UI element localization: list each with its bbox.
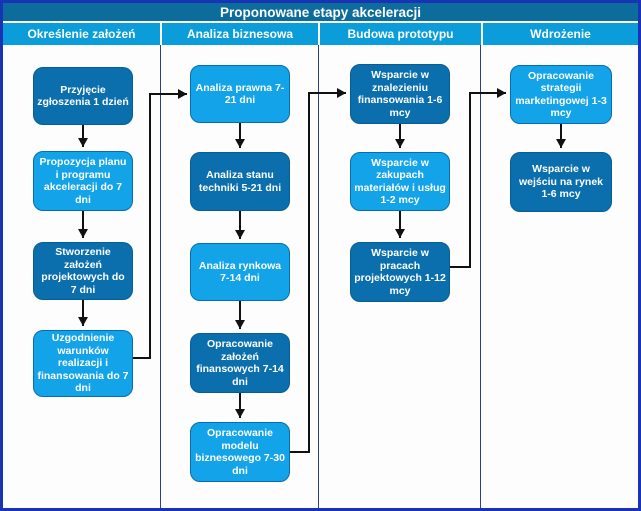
flow-box-analiza-prawna: Analiza prawna 7-21 dni <box>190 65 290 123</box>
column-header-budowa-prototypu: Budowa prototypu <box>320 23 481 45</box>
flow-box-analiza-rynkowa: Analiza rynkowa 7-14 dni <box>190 243 290 301</box>
diagram-title-bar: Proponowane etapy akceleracji <box>3 3 638 21</box>
flow-box-analiza-stanu-techniki: Analiza stanu techniki 5-21 dni <box>190 152 290 211</box>
flow-box-strategia-marketingowa: Opracowanie strategii marketingowej 1-3 … <box>510 65 612 124</box>
column-header-analiza-biznesowa: Analiza biznesowa <box>162 23 318 45</box>
flow-box-znalezienie-finansowania: Wsparcie w znalezieniu finansowania 1-6 … <box>350 64 450 124</box>
flow-box-prace-projektowe: Wsparcie w pracach projektowych 1-12 mcy <box>350 242 450 302</box>
column-separator <box>480 45 481 508</box>
flow-box-zakupy-materialow: Wsparcie w zakupach materiałów i usług 1… <box>350 152 450 211</box>
column-separator <box>160 45 161 508</box>
flow-box-uzgodnienie-warunkow: Uzgodnienie warunków realizacji i finans… <box>33 330 133 397</box>
column-header-label: Wdrożenie <box>530 27 591 41</box>
column-separator <box>318 45 319 508</box>
flow-box-stworzenie-zalozen: Stworzenie założeń projektowych do 7 dni <box>33 242 133 300</box>
column-header-label: Analiza biznesowa <box>186 27 294 41</box>
column-header-label: Budowa prototypu <box>347 27 454 41</box>
flow-box-model-biznesowy: Opracowanie modelu biznesowego 7-30 dni <box>190 422 290 482</box>
column-header-label: Określenie założeń <box>27 27 136 41</box>
flow-box-zalozenia-finansowe: Opracowanie założeń finansowych 7-14 dni <box>190 333 290 393</box>
diagram-title: Proponowane etapy akceleracji <box>219 4 422 20</box>
flow-box-propozycja-planu: Propozycja planu i programu akceleracji … <box>33 151 133 211</box>
column-header-wdrozenie: Wdrożenie <box>483 23 638 45</box>
flow-box-wejscie-na-rynek: Wsparcie w wejściu na rynek 1-6 mcy <box>510 152 612 212</box>
column-header-okreslenie-zalozen: Określenie założeń <box>3 23 160 45</box>
arrow-col3-to-col4 <box>450 88 506 268</box>
flow-box-przyjecie-zgloszenia: Przyjęcie zgłoszenia 1 dzień <box>33 67 133 125</box>
